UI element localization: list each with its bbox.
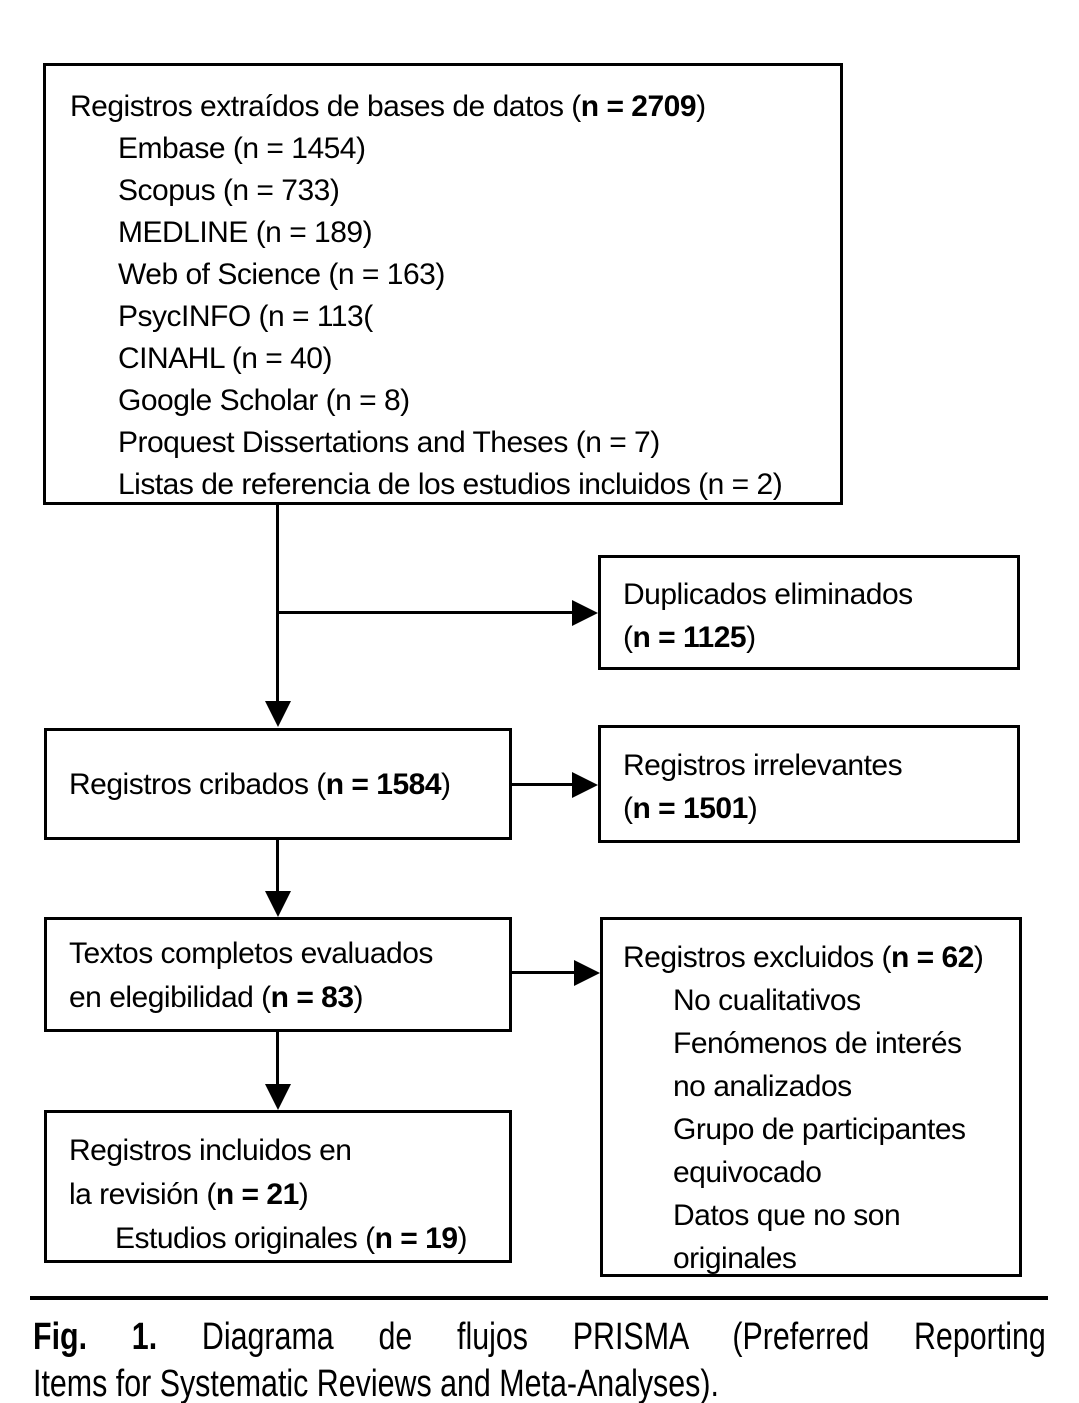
connector-records-screened-line xyxy=(276,505,279,703)
connector-screened-fulltext-line xyxy=(276,840,279,893)
included-paren-close: ) xyxy=(298,1178,309,1211)
included-text: la revisión ( xyxy=(69,1178,216,1211)
caption-line1-text: Diagrama de flujos PRISMA (Preferred Rep… xyxy=(201,1316,1046,1358)
exclusion-reason-line: equivocado xyxy=(673,1156,822,1189)
exclusion-reason-line: Datos que no son xyxy=(673,1199,901,1232)
records-identified-box: Registros extraídos de bases de datos (n… xyxy=(43,63,843,505)
irrelevant-count-line: (n = 1501) xyxy=(623,787,1017,830)
irrelevant-line1: Registros irrelevantes xyxy=(623,749,903,782)
original-studies-line: Estudios originales (n = 19) xyxy=(115,1217,509,1261)
original-studies-paren-close: ) xyxy=(457,1222,468,1255)
records-title-close: ) xyxy=(696,90,706,123)
connector-excluded-line xyxy=(512,971,576,974)
duplicates-paren-close: ) xyxy=(746,621,756,654)
irrelevant-records-box: Registros irrelevantes (n = 1501) xyxy=(598,725,1020,843)
duplicates-removed-box: Duplicados eliminados (n = 1125) xyxy=(598,555,1020,670)
duplicates-paren-open: ( xyxy=(623,621,633,654)
database-item: MEDLINE (n = 189) xyxy=(118,216,373,249)
records-screened-box: Registros cribados (n = 1584) xyxy=(44,728,512,840)
arrowhead-right-duplicates-icon xyxy=(572,600,598,626)
arrowhead-right-irrelevant-icon xyxy=(572,772,598,798)
records-identified-title: Registros extraídos de bases de datos (n… xyxy=(70,86,840,128)
included-count: n = 21 xyxy=(215,1178,299,1211)
caption-line2: Items for Systematic Reviews and Meta-An… xyxy=(33,1363,719,1403)
exclusion-reason-line: Fenómenos de interés xyxy=(673,1027,962,1060)
exclusion-reason-line: originales xyxy=(673,1242,797,1275)
irrelevant-paren-open: ( xyxy=(623,792,633,825)
excluded-paren-close: ) xyxy=(973,941,984,974)
fulltext-line1: Textos completos evaluados xyxy=(69,937,433,970)
arrowhead-down-screened-icon xyxy=(265,701,291,727)
excluded-title-text: Registros excluidos ( xyxy=(623,941,891,974)
records-included-box: Registros incluidos en la revisión (n = … xyxy=(44,1110,512,1263)
arrowhead-right-excluded-icon xyxy=(574,960,600,986)
fulltext-line2: en elegibilidad (n = 83) xyxy=(69,976,509,1020)
screened-count: n = 1584 xyxy=(325,767,442,801)
connector-duplicates-line xyxy=(276,611,574,614)
database-item: Google Scholar (n = 8) xyxy=(118,384,410,417)
connector-fulltext-included-line xyxy=(276,1032,279,1086)
database-item: Web of Science (n = 163) xyxy=(118,258,445,291)
records-excluded-box: Registros excluidos (n = 62) No cualitat… xyxy=(600,917,1022,1277)
excluded-count: n = 62 xyxy=(890,941,974,974)
exclusion-reason-line: Grupo de participantes xyxy=(673,1113,966,1146)
excluded-title: Registros excluidos (n = 62) xyxy=(623,936,1019,979)
original-studies-text: Estudios originales ( xyxy=(115,1222,375,1255)
caption-divider xyxy=(30,1296,1048,1300)
records-screened-line: Registros cribados (n = 1584) xyxy=(69,763,451,806)
database-item: Listas de referencia de los estudios inc… xyxy=(118,468,783,501)
screened-paren-close: ) xyxy=(441,767,451,801)
records-title-count: n = 2709 xyxy=(580,90,697,123)
fulltext-count: n = 83 xyxy=(270,981,354,1014)
database-item: Embase (n = 1454) xyxy=(118,132,366,165)
database-item: CINAHL (n = 40) xyxy=(118,342,332,375)
arrowhead-down-fulltext-icon xyxy=(265,891,291,917)
original-studies-count: n = 19 xyxy=(374,1222,458,1255)
duplicates-count: n = 1125 xyxy=(632,621,747,654)
database-item: Scopus (n = 733) xyxy=(118,174,340,207)
database-item: Proquest Dissertations and Theses (n = 7… xyxy=(118,426,660,459)
database-item: PsycINFO (n = 113( xyxy=(118,300,373,333)
screened-text: Registros cribados ( xyxy=(69,767,326,801)
included-line2: la revisión (n = 21) xyxy=(69,1173,509,1217)
connector-irrelevant-line xyxy=(512,783,574,786)
caption-line1: Fig. 1. Diagrama de flujos PRISMA (Prefe… xyxy=(33,1314,1046,1361)
duplicates-count-line: (n = 1125) xyxy=(623,616,1017,659)
figure-caption: Fig. 1. Diagrama de flujos PRISMA (Prefe… xyxy=(33,1314,1046,1403)
fulltext-paren-close: ) xyxy=(353,981,364,1014)
fulltext-text: en elegibilidad ( xyxy=(69,981,271,1014)
figure-label: Fig. 1. xyxy=(33,1316,158,1358)
exclusion-reason-line: No cualitativos xyxy=(673,984,861,1017)
irrelevant-count: n = 1501 xyxy=(632,792,749,825)
irrelevant-paren-close: ) xyxy=(747,792,758,825)
exclusion-reason-line: no analizados xyxy=(673,1070,852,1103)
records-title-text: Registros extraídos de bases de datos ( xyxy=(70,90,581,123)
fulltext-assessed-box: Textos completos evaluados en elegibilid… xyxy=(44,917,512,1032)
figure-caption-text: Fig. 1. Diagrama de flujos PRISMA (Prefe… xyxy=(33,1314,1046,1403)
arrowhead-down-included-icon xyxy=(265,1084,291,1110)
duplicates-line1: Duplicados eliminados xyxy=(623,578,913,611)
included-line1: Registros incluidos en xyxy=(69,1134,352,1167)
